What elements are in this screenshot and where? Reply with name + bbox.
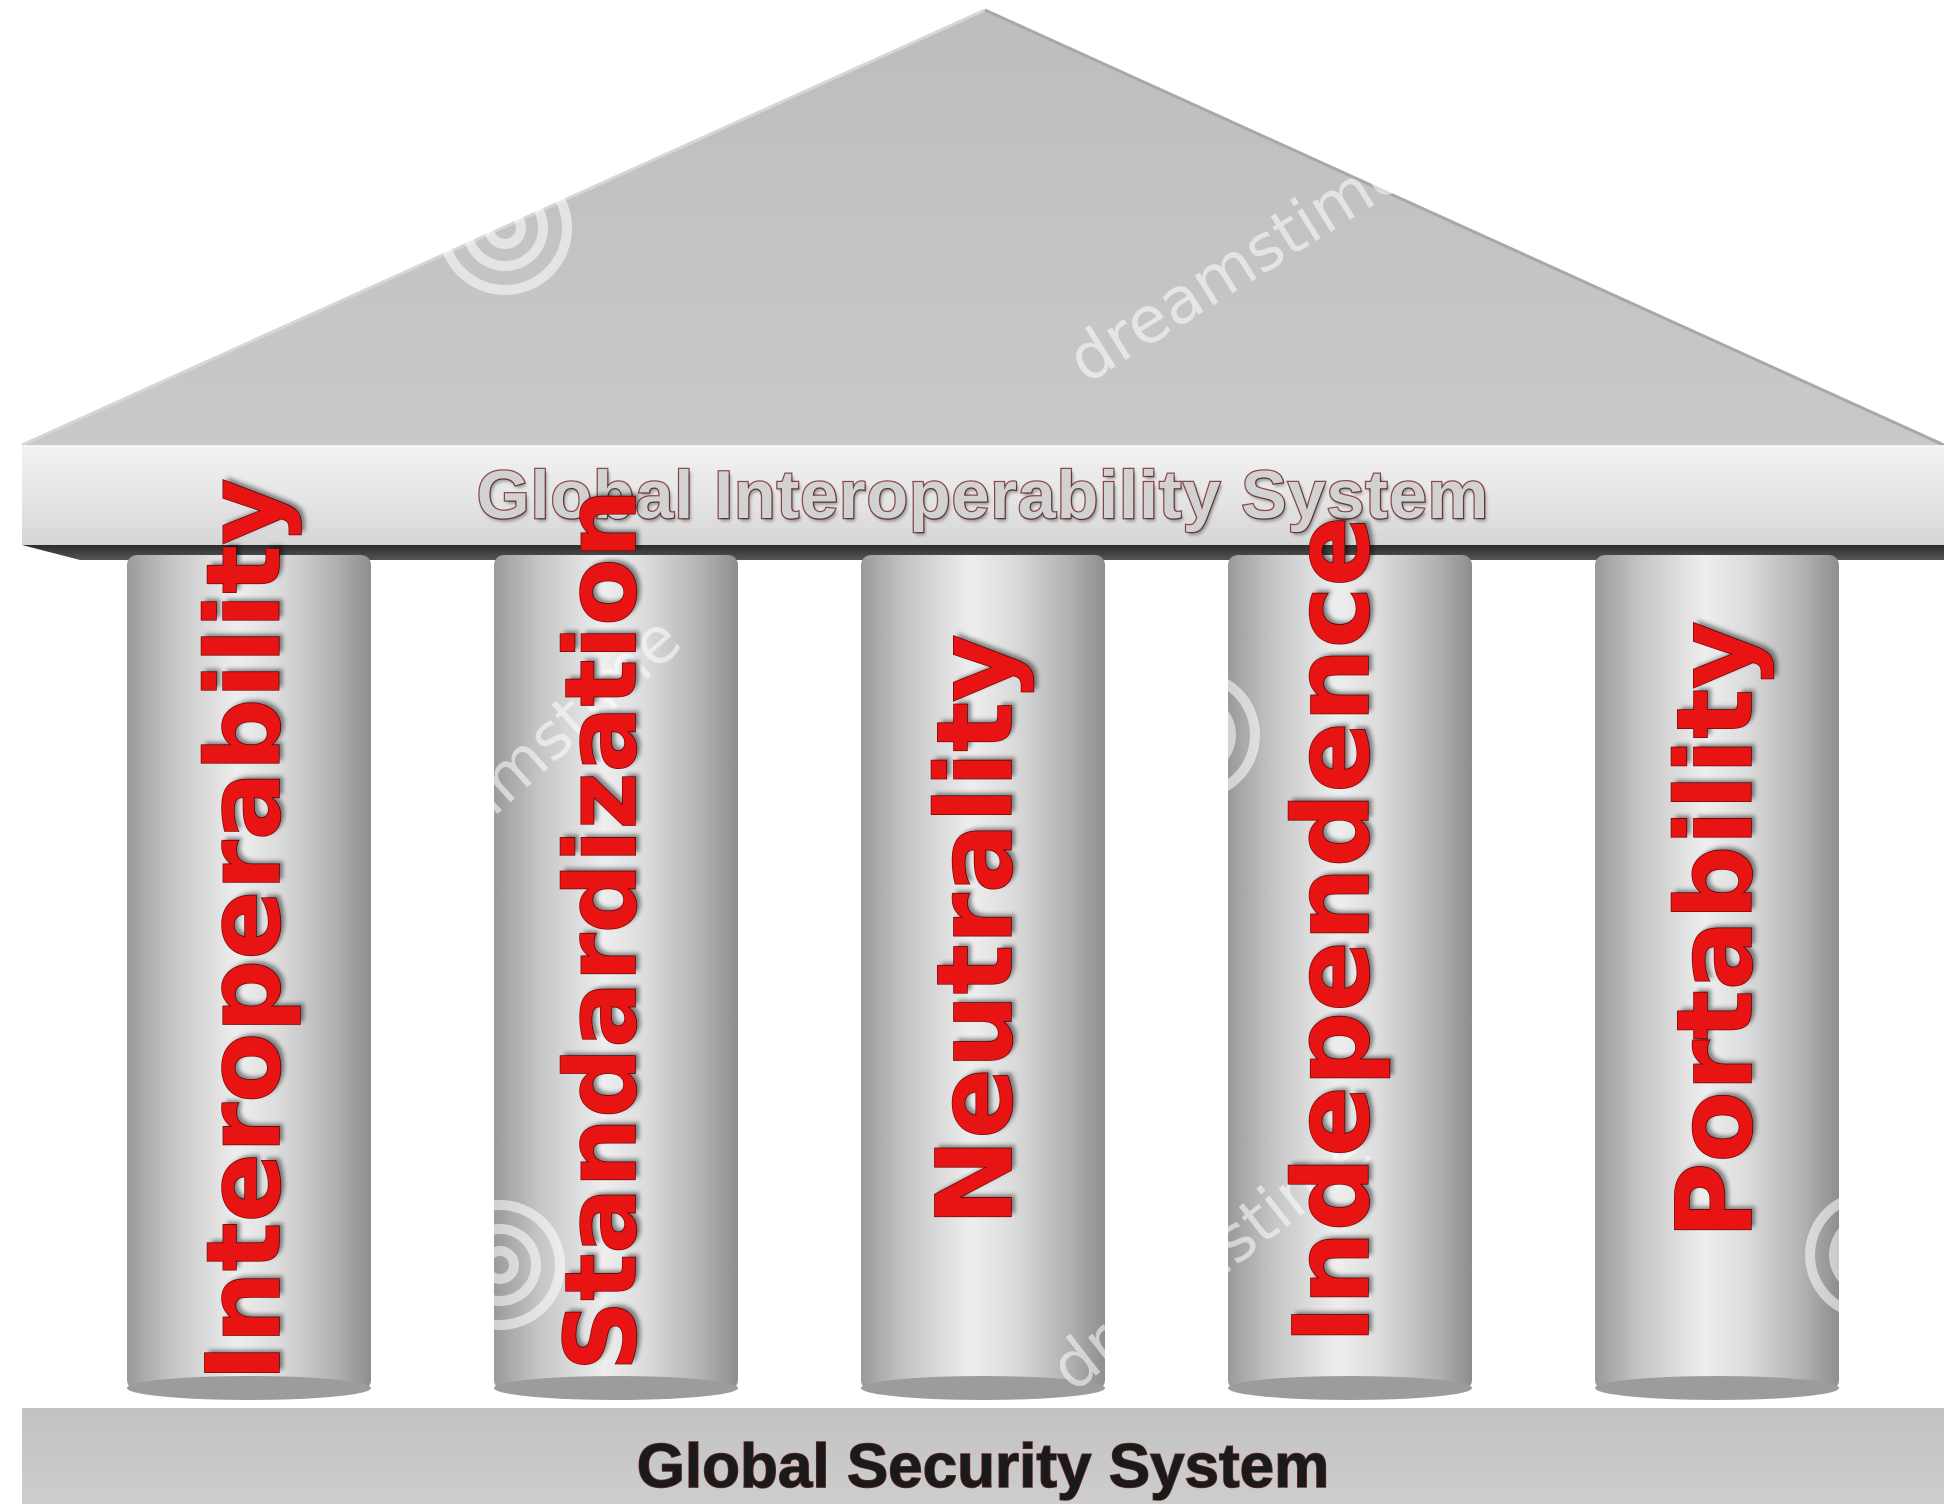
column-2: [494, 555, 738, 1390]
pillar-label-interoperability: Interoperability: [184, 478, 305, 1383]
foundation-title: Global Security System: [636, 1431, 1330, 1502]
watermark-swirls: [435, 160, 1935, 1330]
roof-beam: [22, 445, 1944, 545]
roof-title: Global Interoperability System: [476, 456, 1490, 535]
foundation-slab: [22, 1408, 1944, 1504]
pillar-label-standardization: Standardization: [544, 488, 660, 1372]
column-4: [1228, 555, 1472, 1390]
column-5: [1595, 555, 1839, 1390]
pillar-label-neutrality: Neutrality: [913, 633, 1037, 1226]
columns: [127, 555, 1839, 1400]
column-3: [861, 555, 1105, 1390]
column-1: [127, 555, 371, 1390]
pillar-label-independence: Independence: [1270, 515, 1394, 1344]
roof-pediment: [22, 10, 1944, 445]
pillar-label-portability: Portability: [1653, 620, 1777, 1239]
